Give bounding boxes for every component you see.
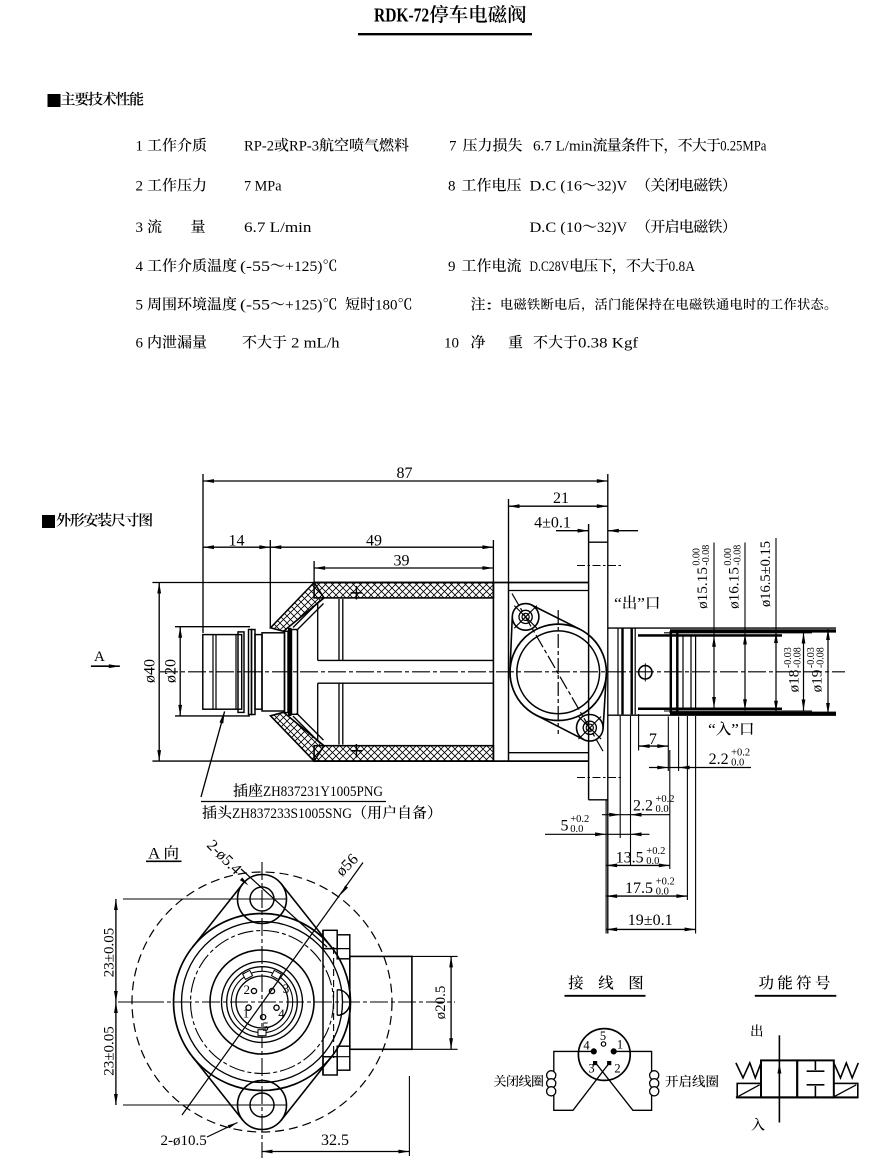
svg-text:0.00: 0.00: [692, 548, 703, 566]
svg-text:17.5: 17.5: [625, 880, 653, 897]
svg-text:ZH837231Y1005PNG: ZH837231Y1005PNG: [263, 784, 383, 800]
svg-text:32)V: 32)V: [597, 178, 627, 194]
svg-text:D.C28V: D.C28V: [530, 259, 570, 275]
svg-text:0.0: 0.0: [570, 824, 583, 835]
svg-text:1: 1: [136, 138, 144, 154]
svg-text:-0.08: -0.08: [816, 647, 827, 668]
svg-text:-0.08: -0.08: [793, 647, 804, 668]
svg-text:+125): +125): [285, 259, 323, 275]
svg-text:3: 3: [136, 220, 144, 236]
svg-text:D.C (16: D.C (16: [530, 178, 583, 194]
svg-text:5: 5: [561, 818, 569, 835]
svg-text:14: 14: [229, 533, 245, 550]
svg-text:180: 180: [375, 297, 398, 313]
svg-text:4: 4: [278, 1006, 285, 1021]
svg-text:7 MPa: 7 MPa: [244, 178, 282, 194]
svg-text:ø20.5: ø20.5: [433, 986, 449, 1020]
svg-text:0.0: 0.0: [656, 804, 669, 815]
svg-text:ø19: ø19: [810, 670, 826, 693]
svg-text:5: 5: [600, 1029, 606, 1043]
svg-text:2: 2: [614, 1062, 620, 1076]
svg-text:A: A: [94, 649, 105, 665]
svg-text:6.7 L/min: 6.7 L/min: [533, 138, 593, 154]
svg-text:2-ø10.5: 2-ø10.5: [161, 1133, 207, 1149]
svg-text:4: 4: [136, 259, 144, 275]
svg-text:5: 5: [262, 1019, 269, 1034]
svg-text:9: 9: [448, 259, 456, 275]
svg-text:ø18: ø18: [787, 670, 803, 693]
svg-text:1: 1: [617, 1038, 623, 1052]
svg-text:2 mL/h: 2 mL/h: [287, 335, 340, 351]
svg-text:ø16.15: ø16.15: [727, 567, 743, 609]
svg-text:8: 8: [448, 178, 456, 194]
svg-text:6.7 L/min: 6.7 L/min: [244, 220, 312, 236]
svg-text:4±0.1: 4±0.1: [534, 515, 571, 532]
svg-text:0.0: 0.0: [646, 856, 659, 867]
svg-text:2: 2: [136, 178, 144, 194]
svg-text:0.8A: 0.8A: [669, 259, 696, 275]
svg-text:A: A: [148, 845, 164, 862]
svg-text:-0.08: -0.08: [701, 545, 712, 566]
svg-text:0.00: 0.00: [723, 548, 734, 566]
svg-text:“: “: [614, 595, 622, 612]
svg-text:0.0: 0.0: [656, 887, 669, 898]
svg-text:32)V: 32)V: [597, 220, 627, 236]
svg-text:”: ”: [637, 595, 645, 612]
svg-text:(-55: (-55: [240, 259, 270, 275]
svg-text:2.2: 2.2: [633, 798, 653, 815]
svg-text:32.5: 32.5: [321, 1132, 349, 1149]
svg-text:2.2: 2.2: [709, 751, 729, 768]
svg-text:ø40: ø40: [142, 659, 159, 683]
svg-text:0.25MPa: 0.25MPa: [720, 138, 766, 154]
svg-text:-0.03: -0.03: [783, 647, 794, 668]
svg-text:ø20: ø20: [163, 659, 180, 683]
svg-text:39: 39: [394, 553, 410, 570]
svg-text:1: 1: [243, 1006, 250, 1021]
svg-text:7: 7: [649, 731, 657, 748]
svg-text:ø16.5±0.15: ø16.5±0.15: [758, 541, 774, 607]
svg-text:-0.08: -0.08: [733, 545, 744, 566]
svg-text:ZH837233S1005SNG: ZH837233S1005SNG: [232, 806, 352, 822]
svg-text:0.0: 0.0: [731, 758, 744, 769]
svg-text:10: 10: [444, 335, 459, 351]
svg-text:2: 2: [244, 982, 251, 997]
svg-text:ø15.15: ø15.15: [695, 567, 711, 609]
svg-text:23±0.05: 23±0.05: [101, 1026, 117, 1075]
svg-text:19±0.1: 19±0.1: [628, 912, 673, 929]
svg-text:6: 6: [136, 335, 144, 351]
svg-text:7: 7: [449, 138, 457, 154]
svg-text:RDK-72: RDK-72: [374, 6, 429, 27]
svg-text:D.C (10: D.C (10: [530, 220, 583, 236]
svg-text:+0.2: +0.2: [656, 794, 675, 805]
svg-text:+0.2: +0.2: [570, 814, 589, 825]
svg-text:+0.2: +0.2: [646, 846, 665, 857]
svg-text:3: 3: [588, 1062, 594, 1076]
svg-text:0.38 Kgf: 0.38 Kgf: [578, 335, 638, 351]
svg-text:“: “: [708, 721, 716, 738]
svg-text:4: 4: [583, 1039, 590, 1053]
svg-text:+125): +125): [285, 297, 323, 313]
svg-text:49: 49: [366, 533, 382, 550]
svg-text:87: 87: [397, 465, 413, 482]
svg-text:RP-2: RP-2: [244, 138, 274, 154]
svg-text:RP-3: RP-3: [289, 138, 319, 154]
svg-text:(-55: (-55: [240, 297, 270, 313]
svg-text:”: ”: [731, 721, 739, 738]
svg-text:13.5: 13.5: [616, 850, 644, 867]
svg-text:+0.2: +0.2: [731, 747, 750, 758]
svg-text:-0.03: -0.03: [806, 647, 817, 668]
svg-text:+0.2: +0.2: [656, 876, 675, 887]
svg-text:21: 21: [553, 490, 569, 507]
svg-text:3: 3: [283, 981, 290, 996]
svg-text:5: 5: [136, 297, 144, 313]
svg-text:23±0.05: 23±0.05: [101, 928, 117, 977]
svg-text::: :: [486, 297, 494, 313]
